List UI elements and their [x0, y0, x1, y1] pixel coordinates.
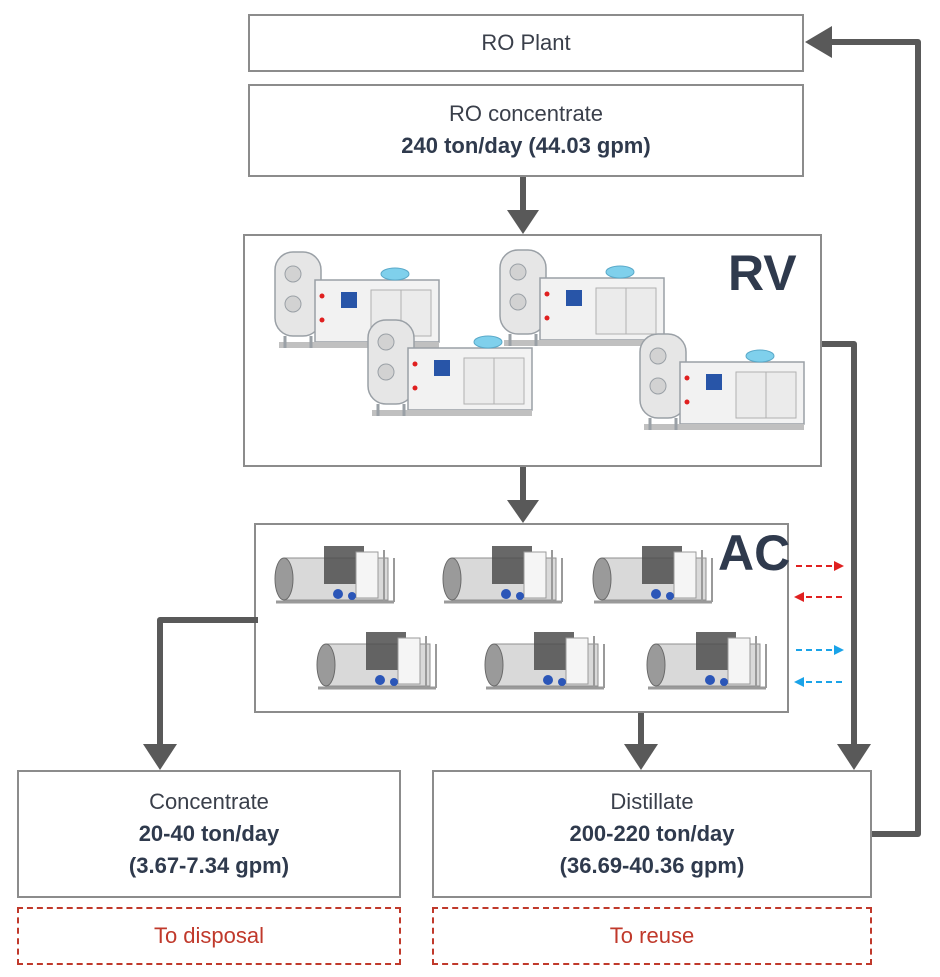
to-reuse-box: To reuse	[432, 907, 872, 965]
arrowhead-icon	[805, 26, 832, 58]
atmospheric-concentrator-unit-icon	[483, 630, 606, 690]
distillate-box: Distillate 200-220 ton/day (36.69-40.36 …	[432, 770, 872, 898]
to-reuse-label: To reuse	[609, 923, 695, 948]
atmospheric-concentrator-unit-icon	[645, 630, 768, 690]
arrow-distillate-to-ro-plant	[830, 39, 921, 837]
concentrate-box: Concentrate 20-40 ton/day (3.67-7.34 gpm…	[17, 770, 401, 898]
ro-concentrate-label: RO concentrate	[448, 101, 604, 126]
arrowhead-icon	[837, 744, 871, 770]
atmospheric-concentrator-unit-icon	[315, 630, 438, 690]
concentrate-flow-ton: 20-40 ton/day	[138, 821, 280, 846]
ro-concentrate-value: 240 ton/day (44.03 gpm)	[401, 133, 651, 158]
vacuum-evaporator-unit-icon	[273, 250, 441, 350]
to-disposal-label: To disposal	[153, 923, 265, 948]
vacuum-evaporator-unit-icon	[366, 318, 534, 418]
distillate-flow-gpm: (36.69-40.36 gpm)	[559, 853, 745, 878]
concentrate-flow-gpm: (3.67-7.34 gpm)	[128, 853, 290, 878]
arrowhead-icon	[143, 744, 177, 770]
to-disposal-box: To disposal	[17, 907, 401, 965]
distillate-flow-ton: 200-220 ton/day	[569, 821, 735, 846]
atmospheric-concentrator-unit-icon	[591, 544, 714, 604]
arrowhead-icon	[507, 210, 539, 234]
arrow-rv-to-distillate	[822, 341, 857, 746]
vacuum-evaporator-unit-icon	[498, 248, 666, 348]
atmospheric-concentrator-unit-icon	[273, 544, 396, 604]
concentrate-label: Concentrate	[149, 789, 269, 814]
vacuum-evaporator-unit-icon	[638, 332, 806, 432]
arrowhead-icon	[624, 744, 658, 770]
ro-concentrate-box: RO concentrate 240 ton/day (44.03 gpm)	[248, 84, 804, 177]
arrowhead-icon	[507, 500, 539, 523]
arrow-ac-to-concentrate	[157, 617, 258, 746]
ro-plant-box: RO Plant	[248, 14, 804, 72]
rv-label: RV	[728, 245, 797, 301]
atmospheric-concentrator-unit-icon	[441, 544, 564, 604]
ro-plant-label: RO Plant	[481, 30, 571, 55]
distillate-label: Distillate	[610, 789, 694, 814]
ac-label: AC	[718, 525, 791, 581]
